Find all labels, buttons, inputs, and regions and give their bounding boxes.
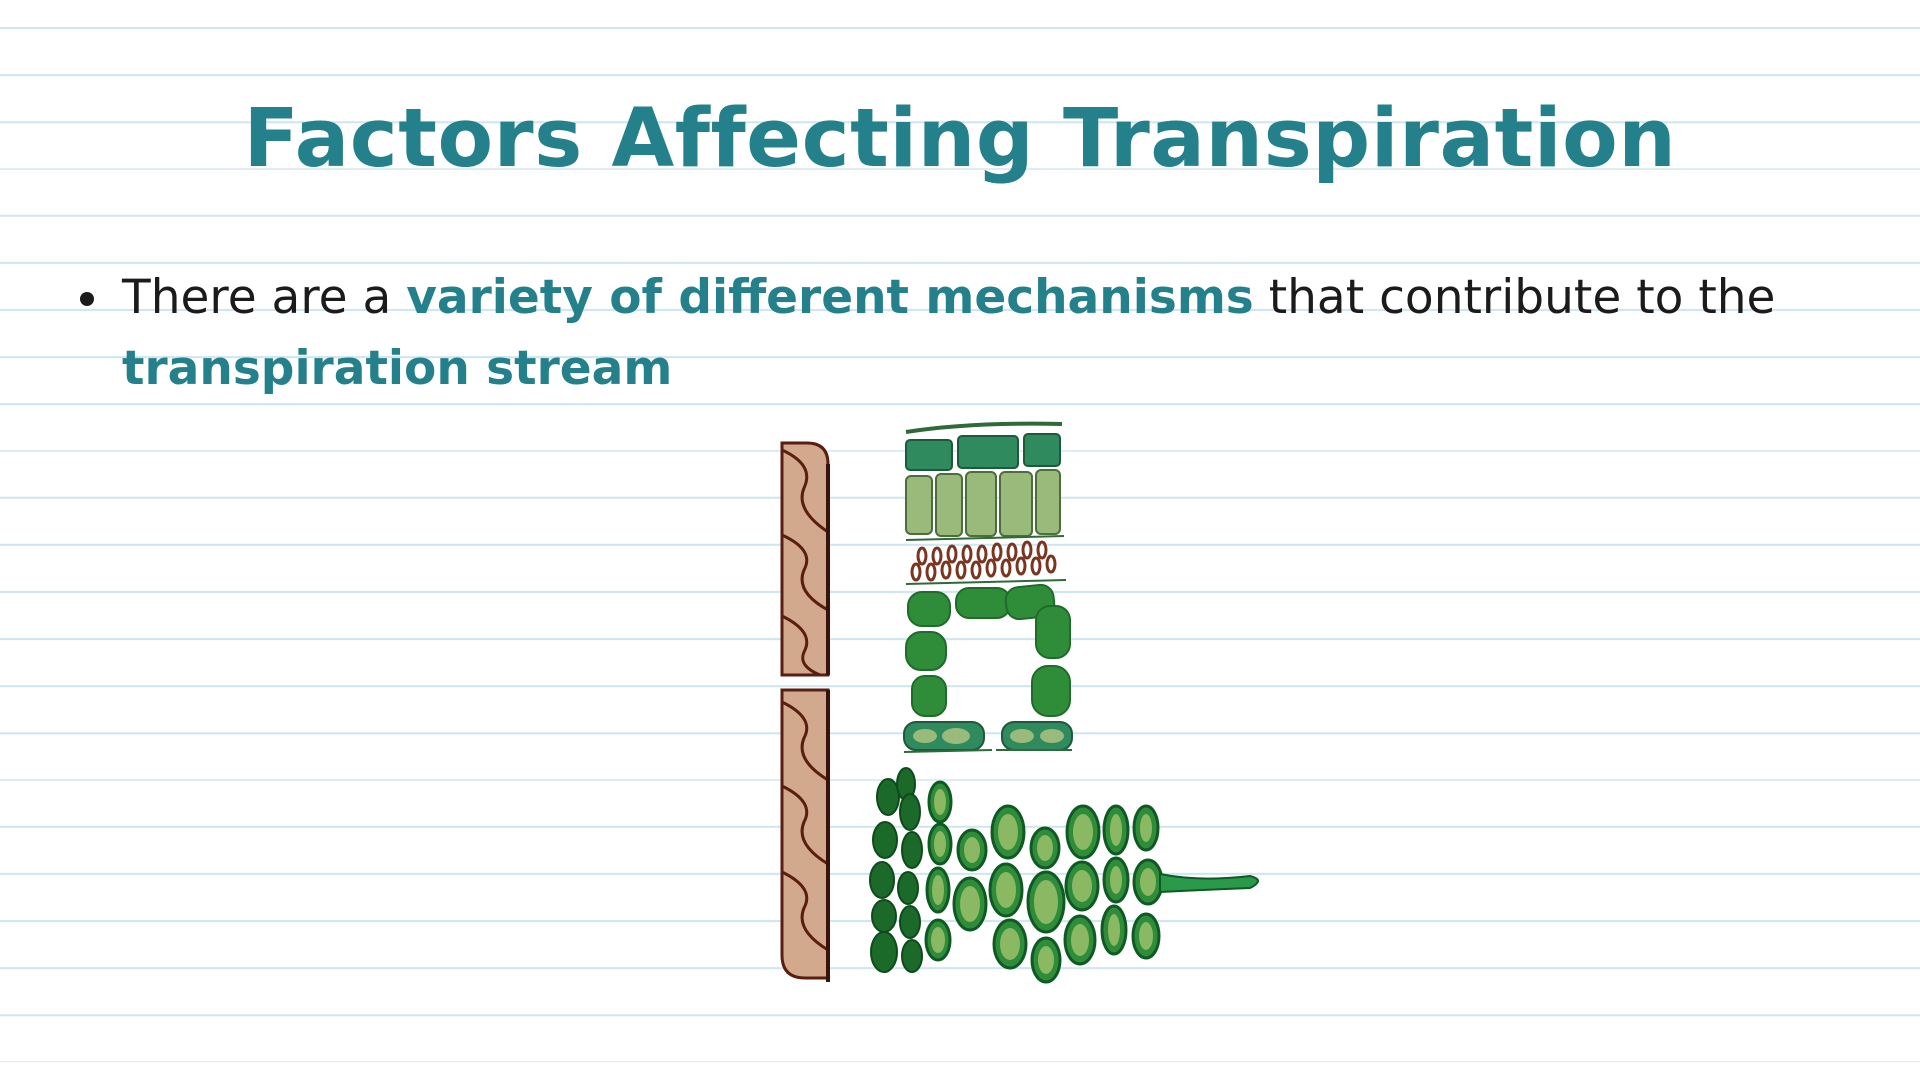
bullet-text-part1: There are a	[122, 270, 407, 325]
bullet-dot-icon	[80, 292, 94, 306]
slide-title: Factors Affecting Transpiration	[243, 92, 1677, 186]
xylem-vessel-icon	[780, 441, 830, 982]
bullet-text-part2: that contribute to the	[1253, 270, 1776, 325]
leaf-cross-section-icon	[903, 421, 1073, 753]
root-cross-section-icon	[869, 767, 1259, 984]
bullet-text: There are a variety of different mechani…	[122, 262, 1775, 404]
root-hair-icon	[1159, 872, 1259, 894]
plant-tissue-cross-section-icon	[780, 421, 1259, 984]
bullet-highlight-mechanisms: variety of different mechanisms	[406, 270, 1254, 325]
bullet-highlight-stream: transpiration stream	[122, 341, 673, 396]
bullet-item: There are a variety of different mechani…	[80, 262, 1800, 404]
